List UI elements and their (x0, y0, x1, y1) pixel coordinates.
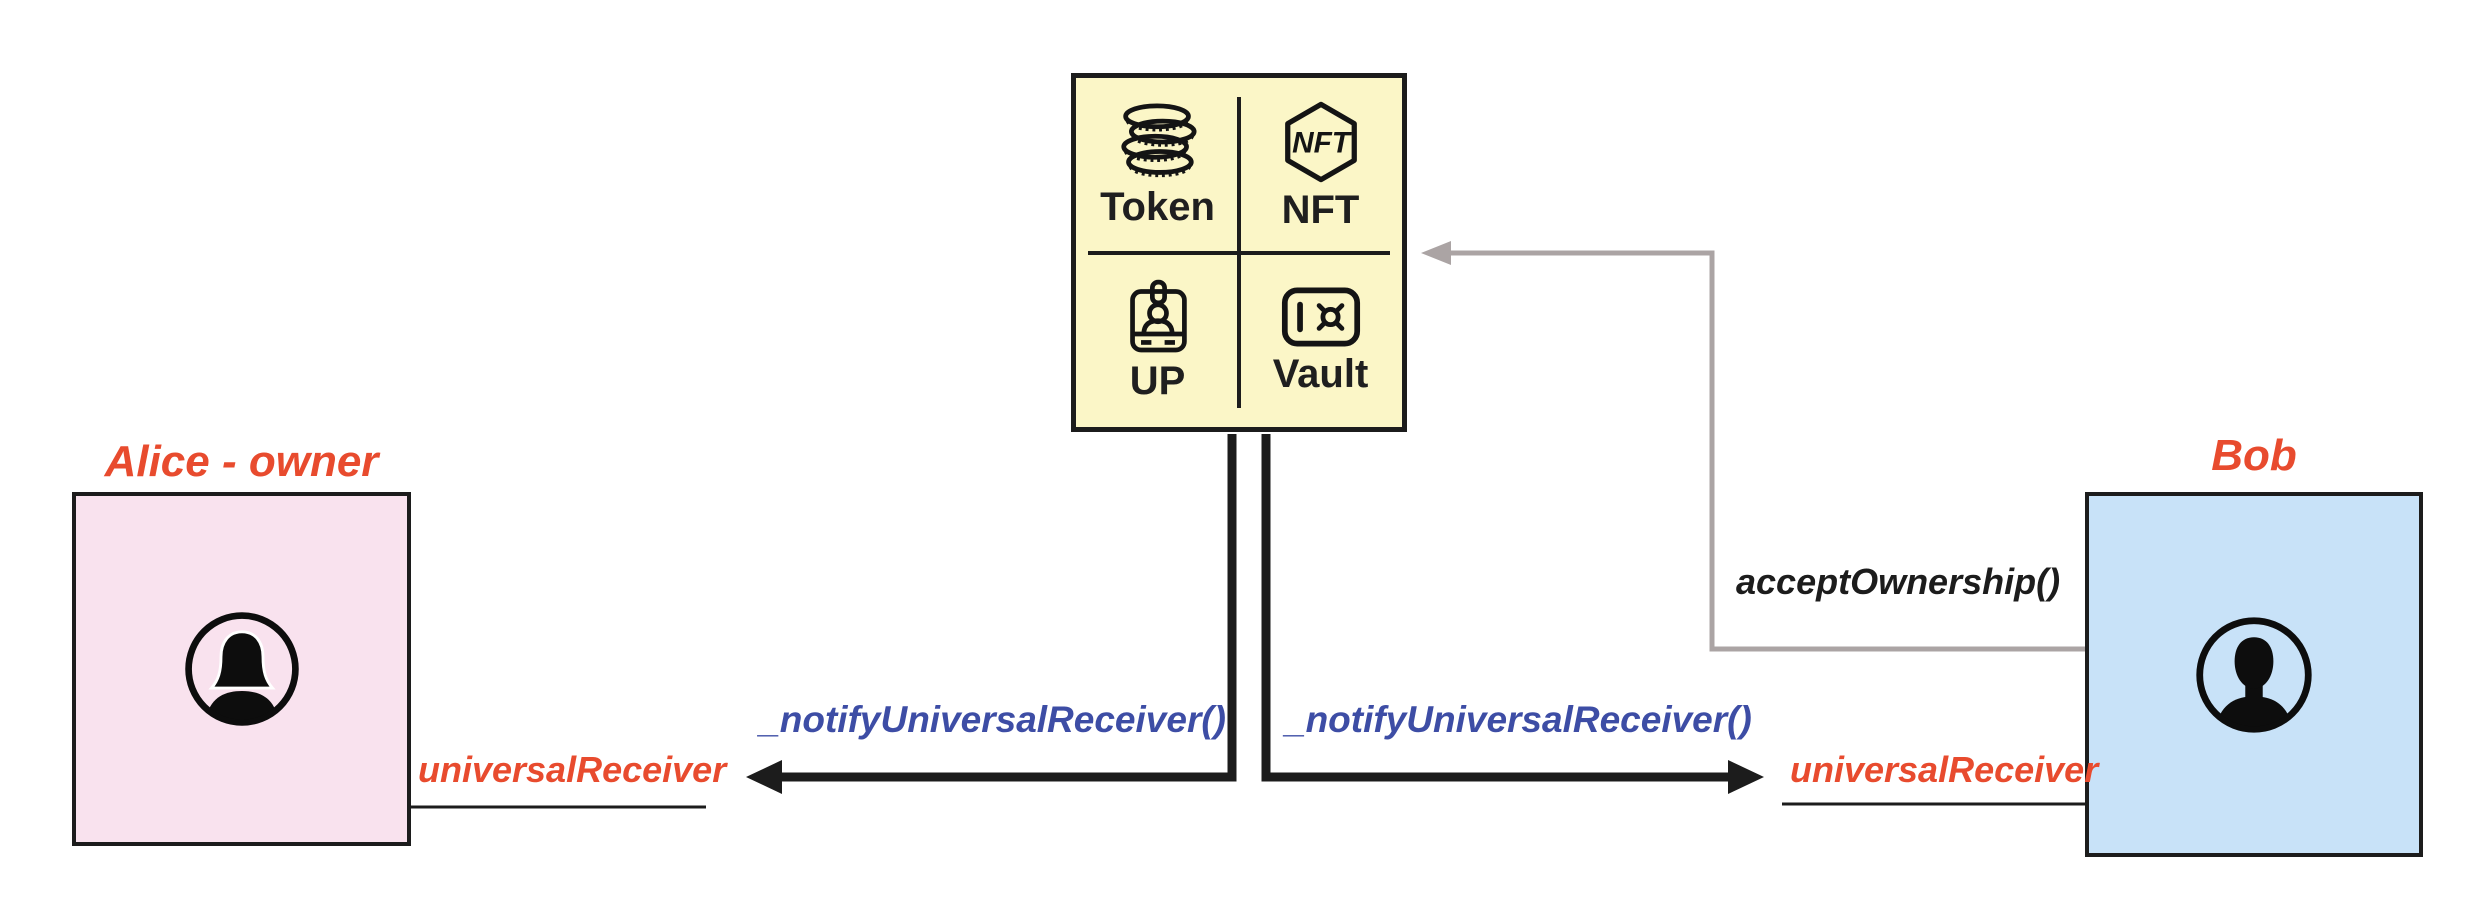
cell-up-label: UP (1129, 358, 1186, 403)
contract-grid: Token NFT NFT (1076, 78, 1402, 427)
cell-token-label: Token (1100, 185, 1215, 230)
notify-label-left: _notifyUniversalReceiver() (759, 699, 1226, 740)
cell-up: UP (1076, 253, 1239, 428)
nft-hexagon-icon: NFT (1281, 100, 1361, 184)
cell-vault-label: Vault (1272, 351, 1369, 396)
universal-receiver-label-left: universalReceiver (418, 749, 727, 790)
alice-box (72, 492, 411, 846)
female-avatar-icon (180, 607, 304, 731)
bob-box (2085, 492, 2423, 857)
male-avatar-icon (2191, 612, 2317, 738)
contract-box: Token NFT NFT (1071, 73, 1407, 432)
vault-icon (1281, 286, 1361, 348)
accept-ownership-label: acceptOwnership() (1736, 561, 2061, 602)
contract-divider-horizontal (1088, 250, 1390, 255)
notify-label-right: _notifyUniversalReceiver() (1285, 699, 1752, 740)
bob-title: Bob (2211, 431, 2297, 480)
cell-nft: NFT NFT (1239, 78, 1402, 253)
cell-nft-label: NFT (1281, 188, 1360, 233)
cell-token: Token (1076, 78, 1239, 253)
svg-text:NFT: NFT (1292, 127, 1353, 160)
cell-vault: Vault (1239, 253, 1402, 428)
id-badge-icon (1125, 279, 1191, 355)
alice-title: Alice - owner (104, 437, 379, 486)
coins-icon (1115, 103, 1201, 181)
universal-receiver-label-right: universalReceiver (1790, 749, 2099, 790)
